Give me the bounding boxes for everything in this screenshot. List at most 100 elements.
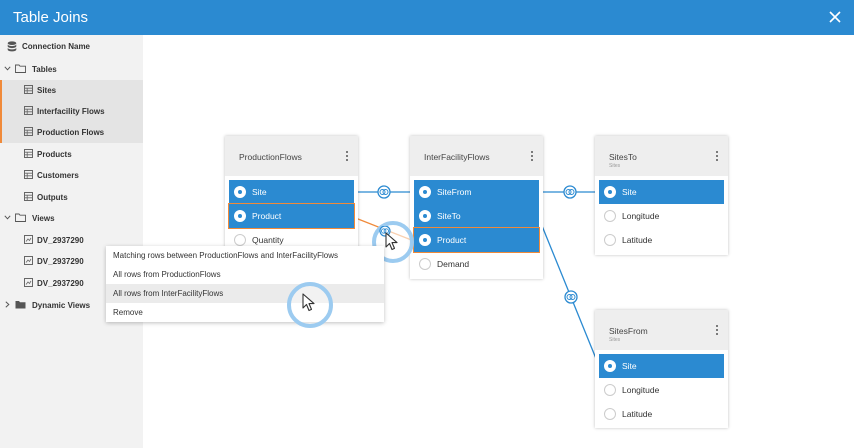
more-vertical-icon[interactable] xyxy=(715,151,719,163)
table-source: Sites xyxy=(609,337,621,343)
radio-unchecked-icon[interactable] xyxy=(419,258,431,270)
table-icon xyxy=(24,85,33,94)
pointer-cursor-icon xyxy=(302,293,315,312)
table-card-interfacility-flows[interactable]: InterFacilityFlows SiteFrom SiteTo Produ… xyxy=(410,136,543,279)
sidebar-views-folder[interactable]: Views xyxy=(0,208,143,229)
field-label: Demand xyxy=(437,259,470,269)
field-site-from[interactable]: SiteFrom xyxy=(414,180,539,204)
more-vertical-icon[interactable] xyxy=(530,151,534,163)
menu-item-left-join[interactable]: All rows from ProductionFlows xyxy=(106,265,384,284)
join-type-menu: Matching rows between ProductionFlows an… xyxy=(106,246,384,322)
join-canvas[interactable]: ProductionFlows Site Product Quantity In… xyxy=(143,35,854,448)
table-source: Sites xyxy=(609,163,621,169)
field-product[interactable]: Product xyxy=(413,227,540,253)
table-icon xyxy=(24,170,33,179)
field-latitude[interactable]: Latitude xyxy=(595,228,728,252)
join-type-icon[interactable] xyxy=(377,185,391,199)
menu-item-right-join[interactable]: All rows from InterFacilityFlows xyxy=(106,284,384,303)
sidebar-item-view[interactable]: DV_2937290 xyxy=(0,273,143,294)
table-name: SitesFrom xyxy=(609,326,648,336)
sidebar-item-label: DV_2937290 xyxy=(37,236,84,245)
sidebar-item-sites[interactable]: Sites xyxy=(0,80,143,101)
title-bar: Table Joins xyxy=(0,0,854,35)
tables-folder-label: Tables xyxy=(32,65,57,74)
chevron-down-icon[interactable] xyxy=(4,66,11,71)
field-label: Latitude xyxy=(622,409,653,419)
field-label: Site xyxy=(252,187,267,197)
table-card-production-flows[interactable]: ProductionFlows Site Product Quantity xyxy=(225,136,358,249)
radio-checked-icon[interactable] xyxy=(234,210,246,222)
menu-item-label: Matching rows between ProductionFlows an… xyxy=(113,251,338,260)
field-label: Product xyxy=(252,211,282,221)
join-type-icon[interactable] xyxy=(563,185,577,199)
radio-unchecked-icon[interactable] xyxy=(234,234,246,246)
field-site[interactable]: Site xyxy=(599,354,724,378)
close-icon[interactable] xyxy=(826,8,844,26)
field-label: Longitude xyxy=(622,385,660,395)
sidebar: Connection Name Tables Sites Interfacili… xyxy=(0,35,143,448)
table-card-header[interactable]: ProductionFlows xyxy=(225,136,358,176)
sidebar-connection[interactable]: Connection Name xyxy=(0,36,143,57)
table-name: InterFacilityFlows xyxy=(424,152,490,162)
field-demand[interactable]: Demand xyxy=(410,252,543,276)
chevron-right-icon[interactable] xyxy=(5,301,10,308)
menu-item-remove[interactable]: Remove xyxy=(106,303,384,322)
field-product[interactable]: Product xyxy=(228,203,355,229)
radio-unchecked-icon[interactable] xyxy=(604,384,616,396)
radio-checked-icon[interactable] xyxy=(419,186,431,198)
view-icon xyxy=(24,235,33,244)
sidebar-item-label: Sites xyxy=(37,86,57,95)
menu-item-inner-join[interactable]: Matching rows between ProductionFlows an… xyxy=(106,246,384,265)
radio-checked-icon[interactable] xyxy=(234,186,246,198)
field-label: Site xyxy=(622,361,637,371)
radio-checked-icon[interactable] xyxy=(419,234,431,246)
chevron-down-icon[interactable] xyxy=(4,215,11,220)
radio-unchecked-icon[interactable] xyxy=(604,408,616,420)
field-label: Latitude xyxy=(622,235,653,245)
menu-item-label: Remove xyxy=(113,308,143,317)
sidebar-item-view[interactable]: DV_2937290 xyxy=(0,251,143,272)
table-card-header[interactable]: SitesFrom Sites xyxy=(595,310,728,350)
more-vertical-icon[interactable] xyxy=(345,151,349,163)
sidebar-dynamic-views-folder[interactable]: Dynamic Views xyxy=(0,295,143,316)
sidebar-item-label: Customers xyxy=(37,171,79,180)
field-longitude[interactable]: Longitude xyxy=(595,204,728,228)
table-name: ProductionFlows xyxy=(239,152,302,162)
sidebar-item-products[interactable]: Products xyxy=(0,144,143,165)
sidebar-item-label: DV_2937290 xyxy=(37,279,84,288)
folder-open-icon xyxy=(15,213,26,222)
sidebar-item-view[interactable]: DV_2937290 xyxy=(0,230,143,251)
table-card-sites-to[interactable]: SitesTo Sites Site Longitude Latitude xyxy=(595,136,728,255)
radio-unchecked-icon[interactable] xyxy=(604,210,616,222)
connection-name: Connection Name xyxy=(22,42,91,51)
menu-item-label: All rows from ProductionFlows xyxy=(113,270,221,279)
field-latitude[interactable]: Latitude xyxy=(595,402,728,426)
more-vertical-icon[interactable] xyxy=(715,325,719,337)
table-card-header[interactable]: SitesTo Sites xyxy=(595,136,728,176)
views-folder-label: Views xyxy=(32,214,55,223)
radio-unchecked-icon[interactable] xyxy=(604,234,616,246)
field-site-to[interactable]: SiteTo xyxy=(414,204,539,228)
field-longitude[interactable]: Longitude xyxy=(595,378,728,402)
sidebar-item-production-flows[interactable]: Production Flows xyxy=(0,122,143,143)
field-label: Longitude xyxy=(622,211,660,221)
sidebar-item-interfacility-flows[interactable]: Interfacility Flows xyxy=(0,101,143,122)
radio-checked-icon[interactable] xyxy=(604,186,616,198)
field-quantity[interactable]: Quantity xyxy=(225,228,358,252)
database-icon xyxy=(7,41,17,52)
radio-checked-icon[interactable] xyxy=(604,360,616,372)
table-icon xyxy=(24,149,33,158)
radio-checked-icon[interactable] xyxy=(419,210,431,222)
sidebar-item-customers[interactable]: Customers xyxy=(0,165,143,186)
view-icon xyxy=(24,278,33,287)
sidebar-item-outputs[interactable]: Outputs xyxy=(0,187,143,208)
view-icon xyxy=(24,256,33,265)
menu-item-label: All rows from InterFacilityFlows xyxy=(113,289,224,298)
table-card-sites-from[interactable]: SitesFrom Sites Site Longitude Latitude xyxy=(595,310,728,428)
sidebar-tables-folder[interactable]: Tables xyxy=(0,59,143,80)
join-type-icon[interactable] xyxy=(564,290,578,304)
field-site[interactable]: Site xyxy=(229,180,354,204)
table-card-header[interactable]: InterFacilityFlows xyxy=(410,136,543,176)
sidebar-item-label: Production Flows xyxy=(37,128,105,137)
field-site[interactable]: Site xyxy=(599,180,724,204)
